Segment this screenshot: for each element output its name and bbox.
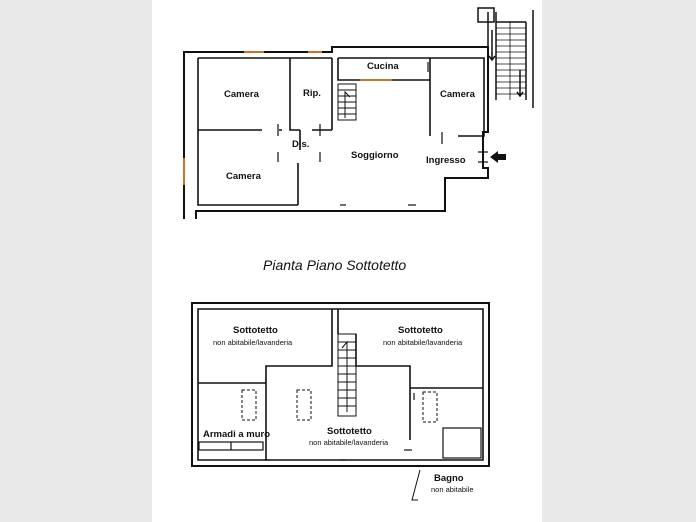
room-note-sottotetto-left: non abitabile/lavanderia	[213, 338, 293, 347]
room-label-camera-2: Camera	[440, 89, 476, 100]
upper-floor-labels: Camera Rip. Cucina Camera Dis. Camera So…	[224, 61, 476, 182]
window-markers	[183, 51, 392, 185]
drawing-sheet	[152, 0, 542, 522]
room-label-sottotetto-right: Sottotetto	[398, 325, 443, 336]
room-label-cucina: Cucina	[367, 61, 399, 72]
exterior-staircase	[477, 7, 534, 108]
bathroom-fixture	[442, 427, 482, 459]
attic-outer-wall	[191, 302, 490, 467]
plan-title: Pianta Piano Sottotetto	[263, 257, 406, 273]
attic-labels: Sottotetto non abitabile/lavanderia Sott…	[203, 325, 474, 494]
interior-walls	[197, 57, 485, 206]
room-label-rip: Rip.	[303, 88, 321, 99]
entrance-arrow-icon	[490, 151, 506, 163]
internal-stair	[337, 83, 357, 121]
upper-floor-plan	[183, 46, 489, 219]
attic-ticks	[264, 393, 415, 461]
attic-stair	[337, 333, 357, 417]
room-label-ingresso: Ingresso	[426, 155, 466, 166]
wardrobes	[198, 441, 264, 451]
room-label-bagno: Bagno	[434, 473, 464, 484]
skylights	[241, 389, 438, 423]
room-label-sottotetto-center: Sottotetto	[327, 426, 372, 437]
room-label-sottotetto-left: Sottotetto	[233, 325, 278, 336]
attic-interior-walls	[197, 308, 484, 461]
attic-floor-plan	[191, 302, 490, 501]
door-ticks	[277, 62, 488, 206]
room-note-sottotetto-center: non abitabile/lavanderia	[309, 438, 389, 447]
room-label-camera-3: Camera	[226, 171, 262, 182]
room-label-soggiorno: Soggiorno	[351, 150, 399, 161]
outer-wall	[183, 46, 489, 219]
room-label-camera-1: Camera	[224, 89, 260, 100]
room-note-sottotetto-right: non abitabile/lavanderia	[383, 338, 463, 347]
room-label-armadi: Armadi a muro	[203, 429, 270, 440]
room-label-dis: Dis.	[292, 139, 309, 150]
leader-line	[411, 469, 421, 501]
room-note-bagno: non abitabile	[431, 485, 474, 494]
